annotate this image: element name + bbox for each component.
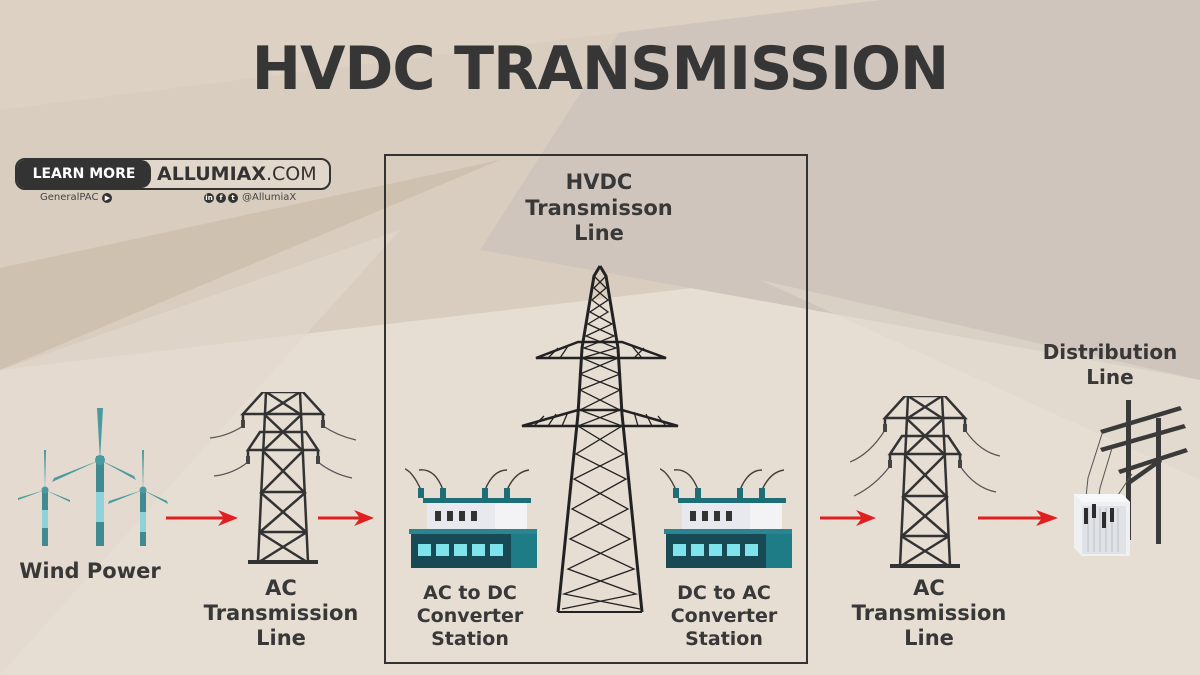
channel-link[interactable]: GeneralPAC ▶ [40,192,113,203]
ac-transmission-line-label-2: AC Transmission Line [851,576,1007,650]
converter-station-icon [660,468,792,568]
distribution-pole-icon [1074,400,1188,556]
converter-station-icon [405,468,537,568]
twitter-icon[interactable]: t [228,192,238,203]
arrow-right-icon [166,510,238,526]
learn-more-badge[interactable]: LEARN MORE ALLUMIAX.COM [15,158,331,190]
ac-tower-icon [209,392,357,564]
facebook-icon[interactable]: f [216,192,226,203]
wind-power-label: Wind Power [19,559,161,583]
social-handle: @AllumiaX [242,192,297,203]
arrow-right-icon [820,510,876,526]
learn-more-button[interactable]: LEARN MORE [17,160,151,188]
site-suffix: .COM [266,163,317,185]
site-name: ALLUMIAX [157,163,266,185]
linkedin-icon[interactable]: in [204,192,214,203]
page-title: HVDC TRANSMISSION [251,34,949,104]
ac-to-dc-station-label: AC to DC Converter Station [416,582,524,650]
wind-turbines-icon [18,408,168,546]
play-icon: ▶ [102,192,113,203]
distribution-line-label: Distribution Line [1042,340,1178,389]
ac-transmission-line-label-1: AC Transmission Line [203,576,359,650]
hvdc-line-label: HVDC Transmisson Line [525,170,673,246]
ac-tower-icon [850,396,1000,568]
dc-to-ac-station-label: DC to AC Converter Station [670,582,778,650]
site-link[interactable]: ALLUMIAX.COM [151,160,329,188]
social-handles[interactable]: in f t @AllumiaX [204,192,296,203]
arrow-right-icon [978,510,1058,526]
arrow-right-icon [318,510,374,526]
hvdc-section-frame [384,154,808,664]
channel-name: GeneralPAC [40,192,99,203]
hvdc-tower-icon [521,265,679,613]
